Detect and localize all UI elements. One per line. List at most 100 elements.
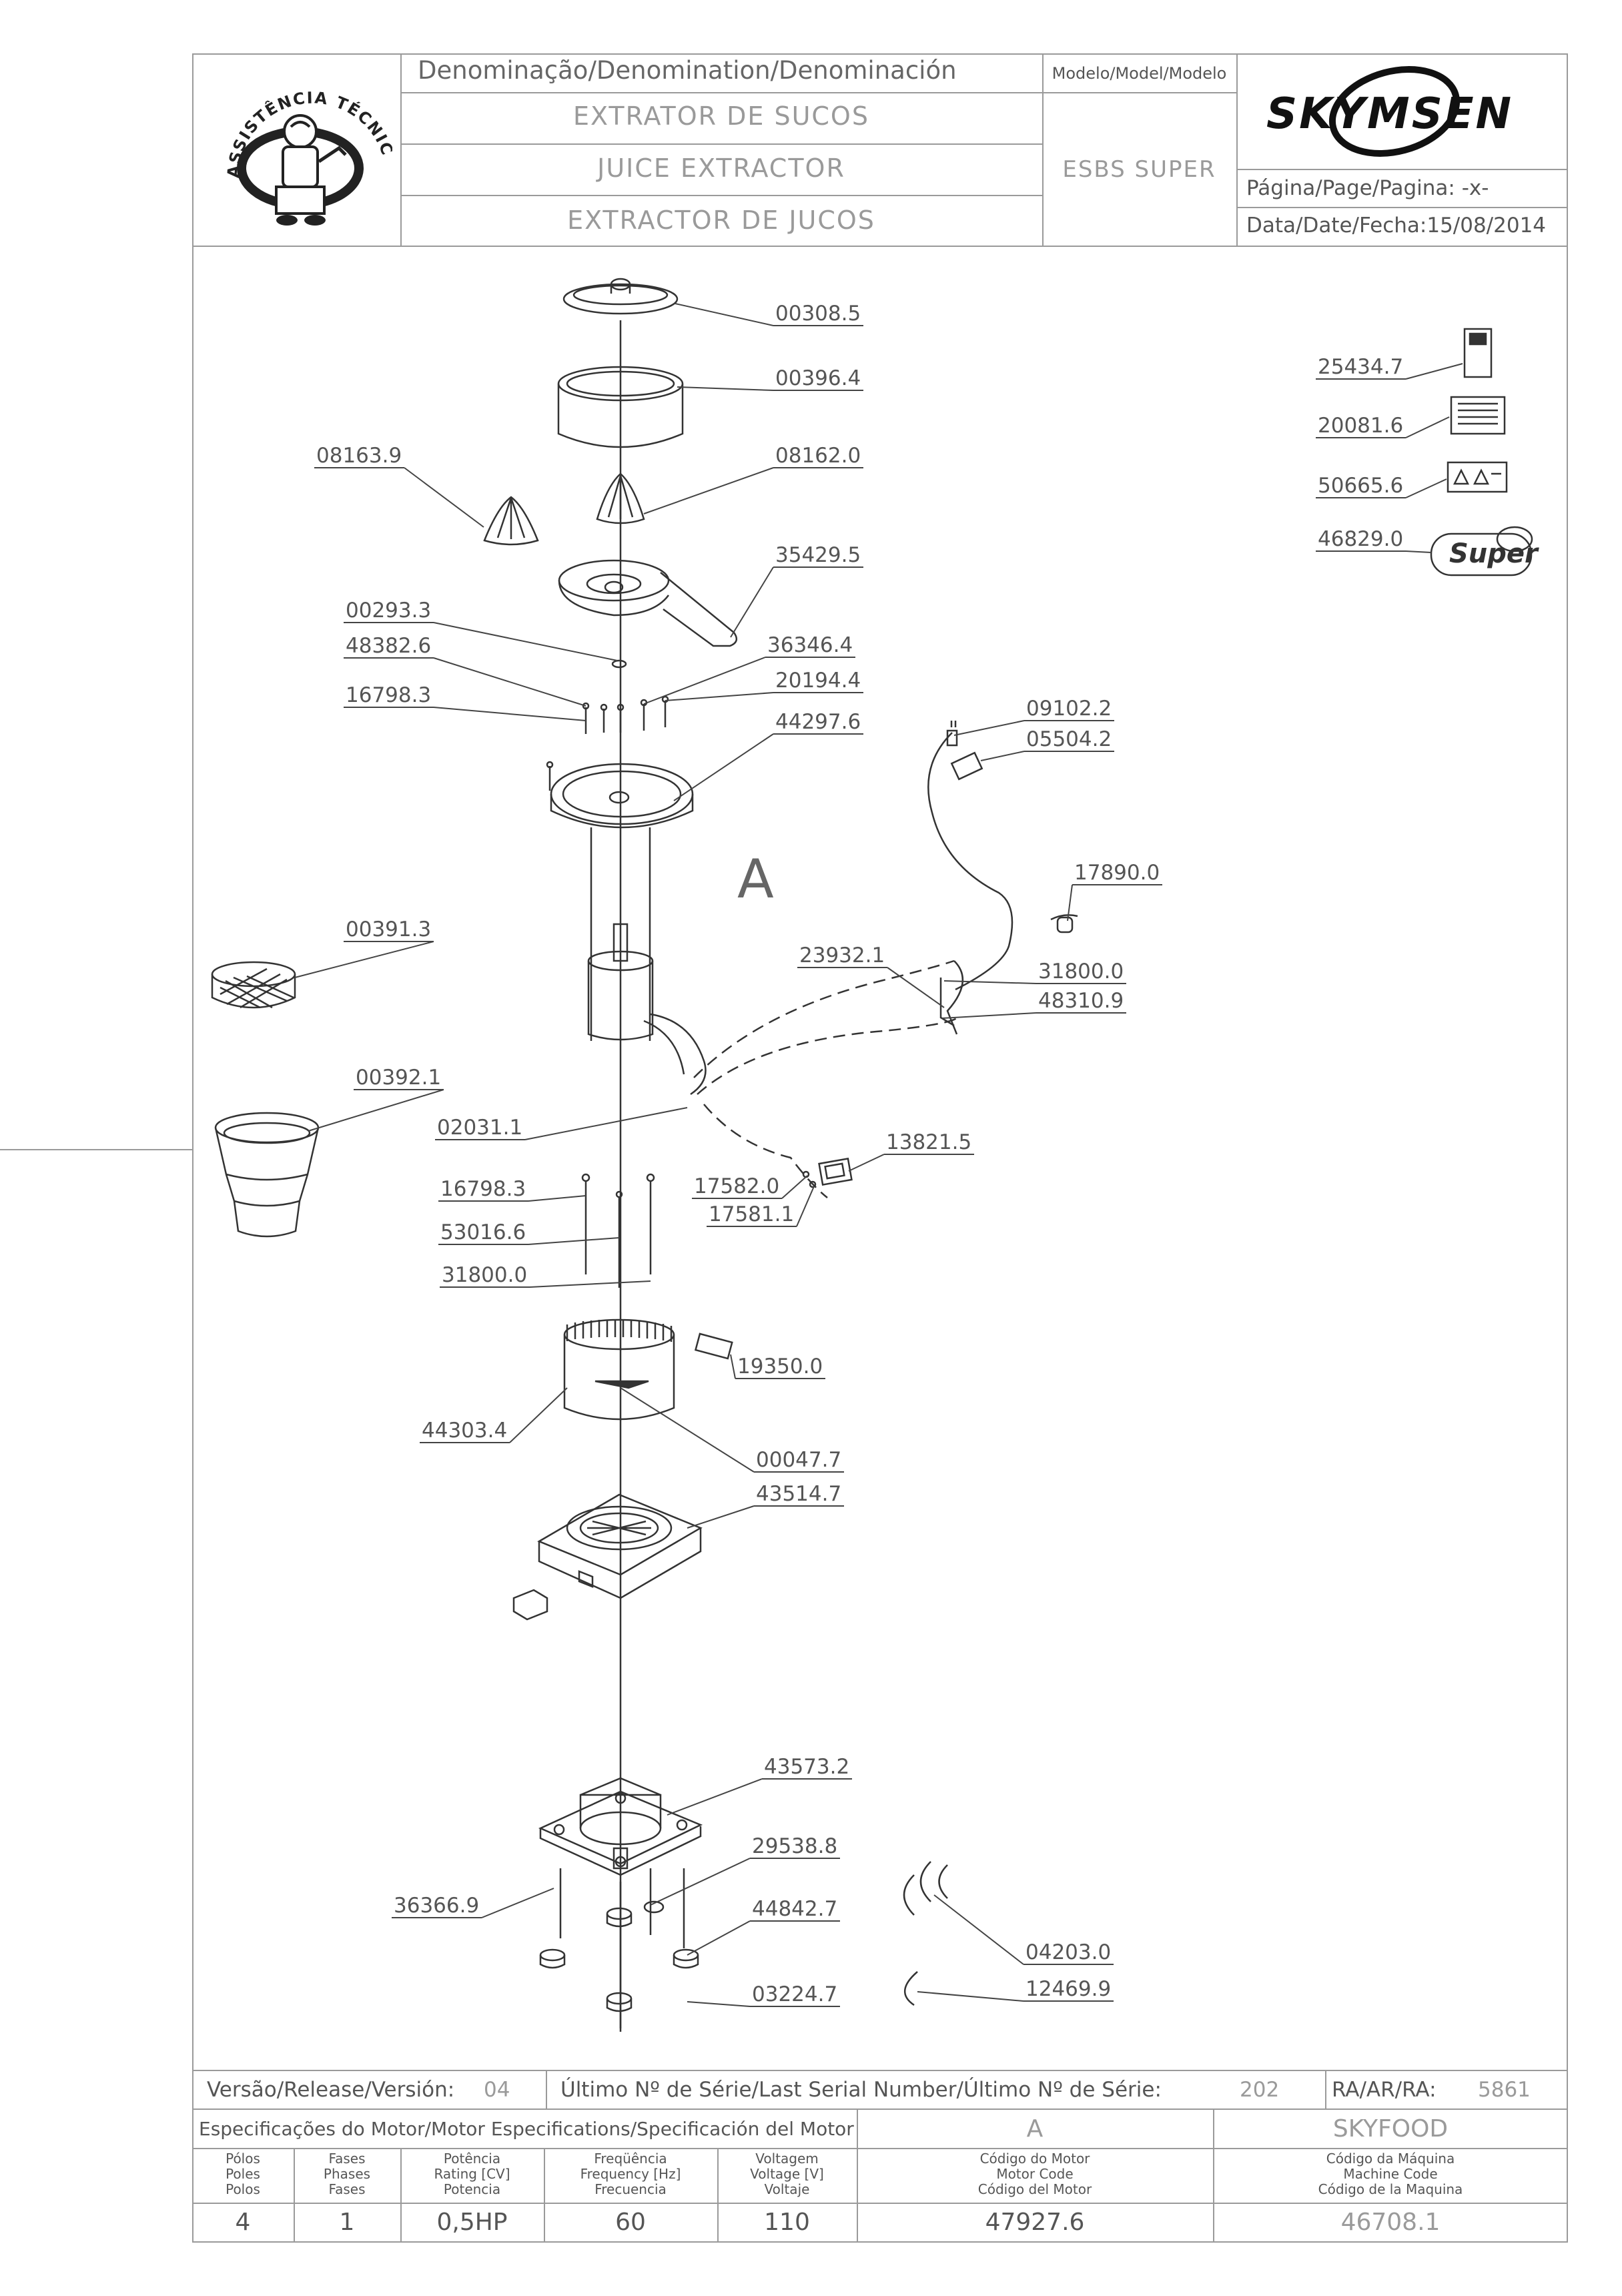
- leader-line: [933, 1894, 1024, 1965]
- product-name-en: JUICE EXTRACTOR: [597, 153, 845, 183]
- footer-divider: [400, 2148, 402, 2243]
- leader-line: [687, 1505, 755, 1529]
- spring-clip-set: [903, 1861, 948, 2006]
- leader-line: [528, 1237, 620, 1245]
- leader-line: [917, 1991, 1024, 2002]
- leader-line: [687, 1920, 751, 1956]
- warning-label-part: [1447, 328, 1508, 493]
- spec-column-value: 47927.6: [985, 2209, 1085, 2236]
- title-block-divider: [400, 53, 402, 246]
- spec-header-line: Código do Motor: [979, 2151, 1090, 2167]
- page-row: Página/Page/Pagina: -x-: [1246, 176, 1489, 200]
- part-number-label: 17581.1: [709, 1202, 794, 1226]
- footer-divider: [1325, 2070, 1326, 2109]
- washer-part: [611, 659, 627, 669]
- part-number-label: 43514.7: [756, 1482, 841, 1506]
- leader-line: [1405, 363, 1463, 380]
- spec-header-line: Fases: [328, 2151, 366, 2167]
- company-name: SKYFOOD: [1332, 2115, 1449, 2143]
- leader-line: [643, 657, 766, 705]
- part-number-label: 44303.4: [422, 1419, 507, 1443]
- spec-header-line: Motor Code: [996, 2166, 1074, 2182]
- footer-row-line: [192, 2203, 1568, 2204]
- part-number-label: 09102.2: [1026, 697, 1112, 721]
- denomination-label: Denominação/Denomination/Denominación: [418, 56, 957, 85]
- serial-value: 202: [1240, 2078, 1280, 2102]
- body-screw-set: [581, 1173, 655, 1288]
- leader-line: [1067, 884, 1073, 921]
- spec-column-value: 110: [764, 2209, 810, 2236]
- leader-line: [1405, 416, 1450, 438]
- power-cord-part: [927, 721, 1078, 991]
- ra-value: 5861: [1478, 2078, 1531, 2102]
- part-number-label: 04203.0: [1026, 1940, 1111, 1964]
- spec-header-line: Machine Code: [1343, 2166, 1438, 2182]
- title-block-bottom-line: [192, 246, 1568, 247]
- leader-line: [1405, 550, 1432, 553]
- motor-assembly-part: [587, 827, 707, 1096]
- leader-line: [796, 1186, 815, 1227]
- part-number-label: 17890.0: [1074, 861, 1160, 885]
- leader-line: [943, 980, 1037, 984]
- spout-bowl-part: [558, 559, 738, 647]
- part-number-label: 12469.9: [1026, 1977, 1111, 2001]
- label-plate-part: [694, 1332, 733, 1360]
- part-number-label: 53016.6: [440, 1220, 526, 1244]
- part-number-label: 03224.7: [752, 1982, 837, 2006]
- part-number-label: 00396.4: [775, 366, 861, 390]
- bottom-plate-part: [538, 1777, 703, 1876]
- part-number-label: 08162.0: [775, 444, 861, 468]
- part-number-label: 20194.4: [775, 669, 861, 693]
- title-block-row-line: [400, 92, 1042, 93]
- part-number-label: 16798.3: [440, 1177, 526, 1201]
- spec-column-value: 0,5HP: [436, 2209, 508, 2236]
- footer-divider: [857, 2109, 858, 2243]
- leader-line: [675, 303, 774, 326]
- part-number-label: 48310.9: [1038, 989, 1124, 1013]
- part-number-label: 05504.2: [1026, 727, 1112, 751]
- footer-top-line: [192, 2070, 1568, 2071]
- motor-top-plate-part: [550, 763, 694, 829]
- part-number-label: 44842.7: [752, 1897, 837, 1921]
- part-number-label: 20081.6: [1318, 414, 1403, 438]
- part-number-label: 00392.1: [356, 1066, 441, 1090]
- reamer-small-part: [483, 496, 539, 546]
- pulp-container-part: [214, 1112, 320, 1238]
- authorized-service-seal: ASSISTÊNCIA TÉCNICA AUTORIZADA: [212, 61, 392, 226]
- leader-line: [953, 720, 1025, 736]
- margin-line: [0, 1149, 192, 1150]
- leader-line: [730, 566, 774, 638]
- spec-column-value: 4: [235, 2209, 251, 2236]
- motor-housing-part: [563, 1318, 675, 1421]
- spec-header-line: Código da Máquina: [1326, 2151, 1455, 2167]
- leader-line: [677, 386, 774, 391]
- date-row: Data/Date/Fecha:15/08/2014: [1246, 214, 1546, 238]
- title-block-row-line: [1042, 92, 1236, 93]
- leader-line: [524, 1107, 688, 1140]
- footer-row-line: [192, 2148, 1568, 2149]
- title-block-row-line: [1236, 169, 1568, 170]
- part-number-label: 36366.9: [394, 1894, 479, 1918]
- lid-part: [562, 278, 679, 315]
- spec-header-line: Voltage [V]: [750, 2166, 824, 2182]
- part-number-label: 00308.5: [775, 302, 861, 326]
- part-number-label: 13821.5: [886, 1130, 971, 1154]
- base-part: [512, 1493, 703, 1621]
- super-badge-part: [1430, 526, 1533, 577]
- spec-header-line: Código de la Maquina: [1318, 2181, 1463, 2197]
- page-label: Página/Page/Pagina:: [1246, 176, 1455, 200]
- part-number-label: 48382.6: [346, 634, 431, 658]
- spec-column-value: 60: [615, 2209, 646, 2236]
- leader-line: [433, 707, 586, 721]
- part-number-label: 00391.3: [346, 917, 431, 941]
- title-block-row-line: [1236, 207, 1568, 208]
- leader-line: [665, 692, 774, 701]
- date-value: 15/08/2014: [1427, 214, 1547, 238]
- screw-set: [546, 695, 669, 791]
- part-number-label: 29538.8: [752, 1834, 837, 1858]
- spec-header-line: Voltagem: [755, 2151, 819, 2167]
